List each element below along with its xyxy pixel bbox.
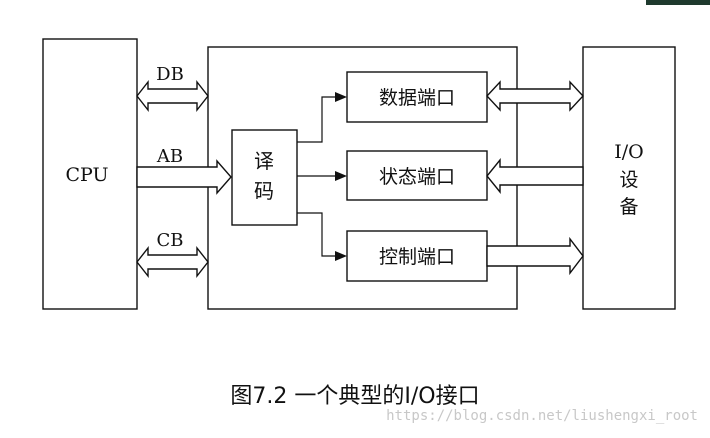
control-port-box [346, 230, 488, 282]
arrowhead-control [335, 251, 347, 261]
io-device-label-2: 设 [619, 169, 638, 191]
decoder-box [231, 129, 298, 226]
ab-label: AB [156, 146, 183, 167]
status-port-box [346, 150, 488, 201]
cb-bus-arrow [136, 245, 209, 279]
control-port-label: 控制端口 [379, 246, 455, 268]
arrowhead-status [335, 171, 347, 181]
status-port-label: 状态端口 [379, 166, 455, 188]
cpu-box [42, 38, 138, 310]
figure-caption: 图7.2 一个典型的I/O接口 [230, 384, 480, 409]
decoder-label-1: 译 [254, 149, 274, 173]
corner-bar [646, 0, 710, 5]
db-bus-arrow [136, 79, 209, 113]
data-port-io-arrow [486, 80, 584, 112]
cpu-label: CPU [65, 164, 108, 186]
decoder-label-2: 码 [254, 179, 274, 203]
io-status-port-arrow [486, 158, 584, 194]
ab-bus-arrow [136, 159, 232, 195]
watermark-url: https://blog.csdn.net/liushengxi_root [386, 408, 698, 424]
io-device-box [582, 46, 676, 310]
io-device-label-3: 备 [619, 196, 638, 218]
cb-label: CB [157, 230, 184, 251]
db-label: DB [156, 64, 184, 85]
data-port-label: 数据端口 [379, 87, 455, 109]
control-port-io-arrow [486, 236, 584, 276]
decoder-control-line [297, 212, 338, 257]
io-device-label-1: I/O [614, 141, 643, 163]
arrowhead-data [335, 92, 347, 102]
decoder-data-line [297, 96, 338, 143]
